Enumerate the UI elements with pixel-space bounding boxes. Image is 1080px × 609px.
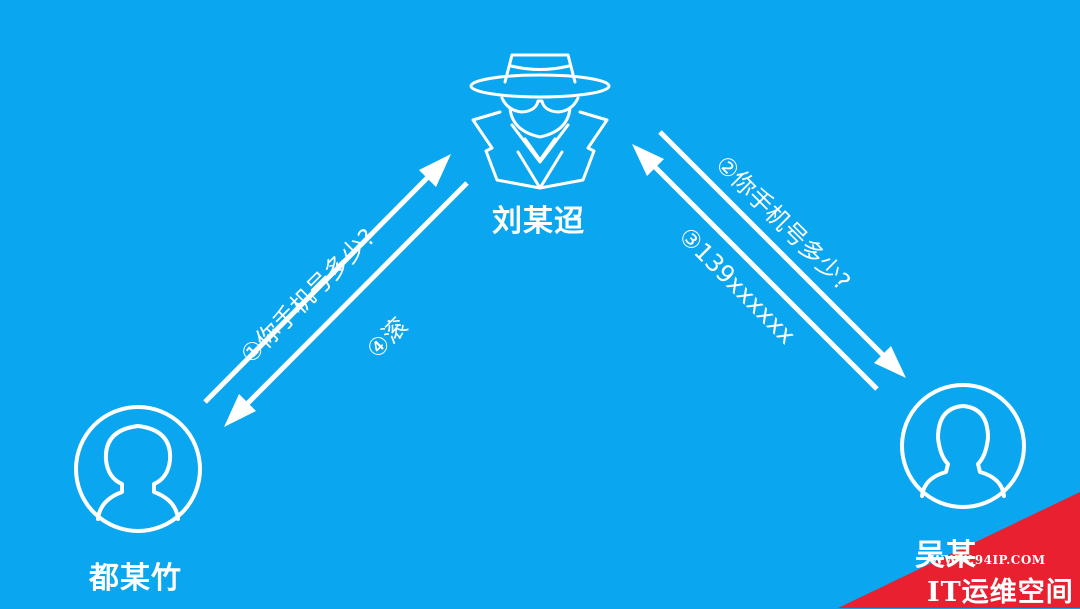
edge-3-arrow (632, 144, 879, 391)
female-user-icon (74, 405, 202, 533)
node-label-right: 吴某 (915, 538, 977, 573)
edge-1-arrow (203, 154, 451, 404)
watermark-url: WWW.94IP.COM (930, 553, 1046, 567)
node-label-left: 都某竹 (89, 561, 182, 596)
edge-2-arrow (658, 130, 906, 378)
edge-4-arrow (224, 181, 469, 427)
node-label-top: 刘某迢 (492, 204, 585, 239)
watermark-name: IT运维空间 (927, 577, 1074, 608)
spy-icon (469, 53, 611, 190)
male-user-icon (900, 383, 1026, 509)
watermark-triangle (838, 492, 1080, 608)
